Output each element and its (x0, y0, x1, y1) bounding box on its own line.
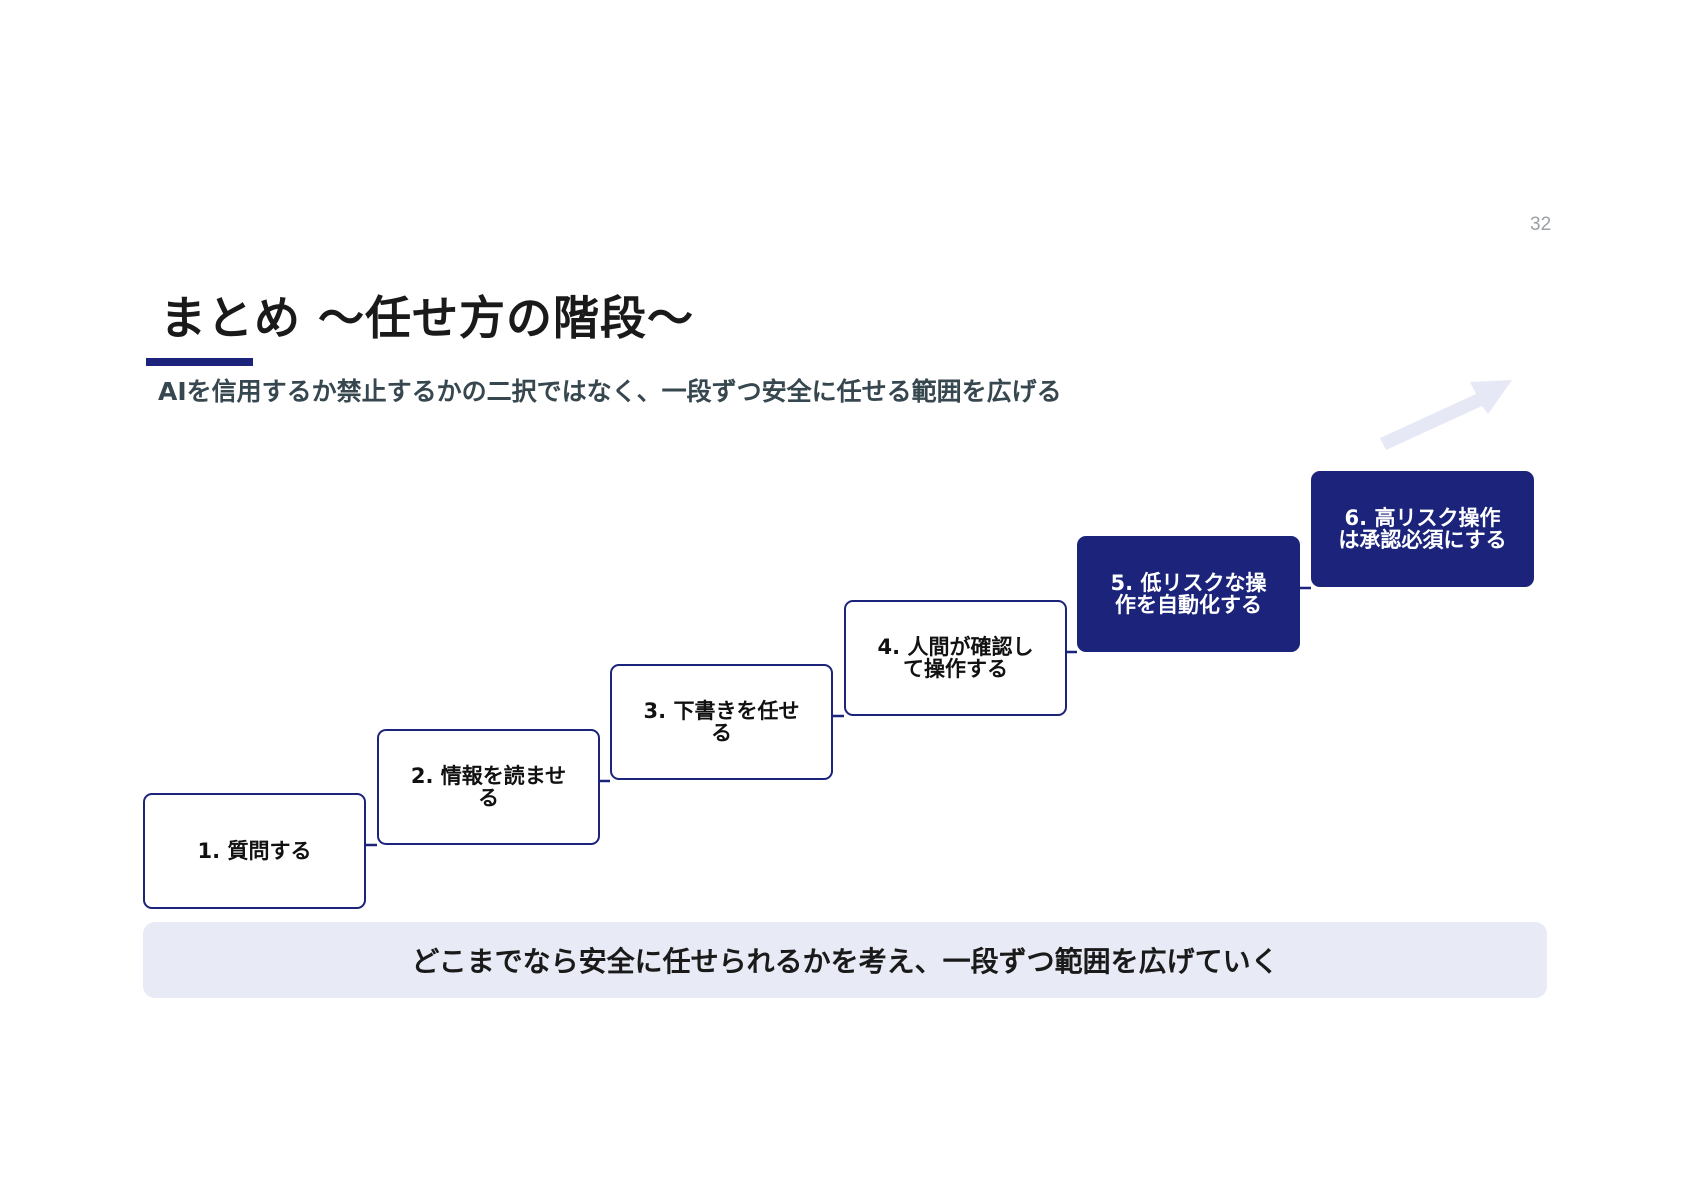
step-2-box: 2. 情報を読ませる (377, 729, 600, 845)
step-2-label: 2. 情報を読ませる (410, 764, 567, 810)
step-3-box: 3. 下書きを任せる (610, 664, 833, 780)
step-3-label: 3. 下書きを任せる (643, 699, 800, 745)
arrow-shape (1380, 380, 1512, 450)
page-title: まとめ ～任せ方の階段～ (160, 291, 695, 345)
step-4-box: 4. 人間が確認して操作する (844, 600, 1067, 716)
step-6-label: 6. 高リスク操作は承認必須にする (1338, 506, 1507, 552)
step-1-box: 1. 質問する (143, 793, 366, 909)
page-number: 32 (1530, 214, 1552, 235)
subtitle: AIを信用するか禁止するかの二択ではなく、一段ずつ安全に任せる範囲を広げる (158, 377, 1062, 406)
step-1-label: 1. 質問する (197, 839, 312, 863)
arrow-up-right-icon (1380, 380, 1512, 450)
footer-text: どこまでなら安全に任せられるかを考え、一段ずつ範囲を広げていく (411, 945, 1279, 978)
step-6-box: 6. 高リスク操作は承認必須にする (1311, 471, 1534, 587)
footer-callout: どこまでなら安全に任せられるかを考え、一段ずつ範囲を広げていく (143, 922, 1547, 998)
title-underline (146, 358, 253, 366)
step-5-label: 5. 低リスクな操作を自動化する (1110, 571, 1267, 617)
step-5-box: 5. 低リスクな操作を自動化する (1077, 536, 1300, 652)
step-4-label: 4. 人間が確認して操作する (877, 635, 1034, 681)
